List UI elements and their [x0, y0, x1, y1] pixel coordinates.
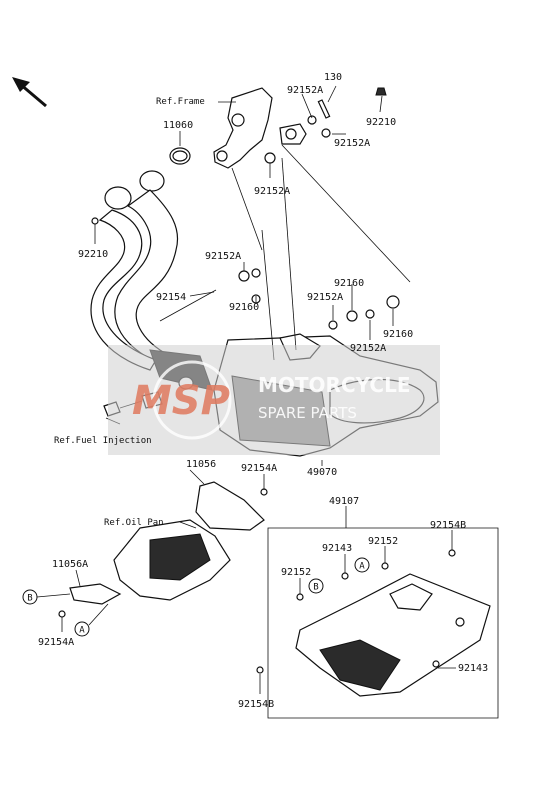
part-label-92152a-d: 92152A — [205, 251, 241, 262]
callout-a-top-label: A — [359, 562, 365, 572]
part-label-92154b-b: 92154B — [238, 699, 274, 710]
front-direction-arrow-icon — [12, 77, 47, 108]
part-label-11056a: 11056A — [52, 559, 88, 570]
watermark-logo: MSP — [132, 378, 230, 424]
part-label-92210-left: 92210 — [78, 249, 108, 260]
frame-bracket — [213, 87, 307, 169]
part-label-92154b-a: 92154B — [430, 520, 466, 531]
group-brackets — [267, 460, 499, 719]
callout-b-left: B — [22, 589, 71, 605]
callout-b-left-label: B — [27, 594, 32, 604]
part-label-92210-top: 92210 — [366, 117, 396, 128]
leader-lines — [61, 85, 456, 694]
part-label-92143-b: 92143 — [458, 663, 488, 674]
part-label-92160-a: 92160 — [229, 302, 259, 313]
part-label-11060: 11060 — [163, 120, 193, 131]
ref-frame-label: Ref.Frame — [156, 97, 205, 107]
callout-a-bottom: A — [74, 603, 109, 637]
part-label-11056: 11056 — [186, 459, 216, 470]
part-label-92143-a: 92143 — [322, 543, 352, 554]
part-label-92152a-b: 92152A — [334, 138, 370, 149]
part-label-92152a-e: 92152A — [307, 292, 343, 303]
part-label-130: 130 — [324, 72, 342, 83]
bolts — [159, 268, 400, 330]
part-label-92154a-b: 92154A — [38, 637, 74, 648]
part-label-49107: 49107 — [329, 496, 359, 507]
watermark: MSP MOTORCYCLE SPARE PARTS — [108, 345, 440, 455]
part-label-92152a-c: 92152A — [254, 186, 290, 197]
part-label-49070: 49070 — [307, 467, 337, 478]
ref-oil-pan-label: Ref.Oil Pan — [104, 518, 164, 528]
watermark-line1: MOTORCYCLE — [258, 373, 410, 397]
ref-fuel-injection-label: Ref.Fuel Injection — [54, 436, 152, 446]
part-label-92154a-a: 92154A — [241, 463, 277, 474]
watermark-line2: SPARE PARTS — [258, 404, 357, 422]
callout-a-bottom-label: A — [79, 626, 85, 636]
part-label-92152-a: 92152 — [368, 536, 398, 547]
callout-b-right: B — [308, 578, 324, 594]
part-label-92152a-a: 92152A — [287, 85, 323, 96]
part-label-92152a-f: 92152A — [350, 343, 386, 354]
part-label-92160-c: 92160 — [383, 329, 413, 340]
gaskets — [91, 147, 191, 225]
top-hardware — [307, 87, 387, 138]
part-label-92152-b: 92152 — [281, 567, 311, 578]
callout-b-right-label: B — [313, 583, 318, 593]
part-label-92160-b: 92160 — [334, 278, 364, 289]
part-label-92154: 92154 — [156, 292, 186, 303]
callout-a-top: A — [354, 557, 370, 573]
oil-pan-assembly — [58, 481, 268, 618]
